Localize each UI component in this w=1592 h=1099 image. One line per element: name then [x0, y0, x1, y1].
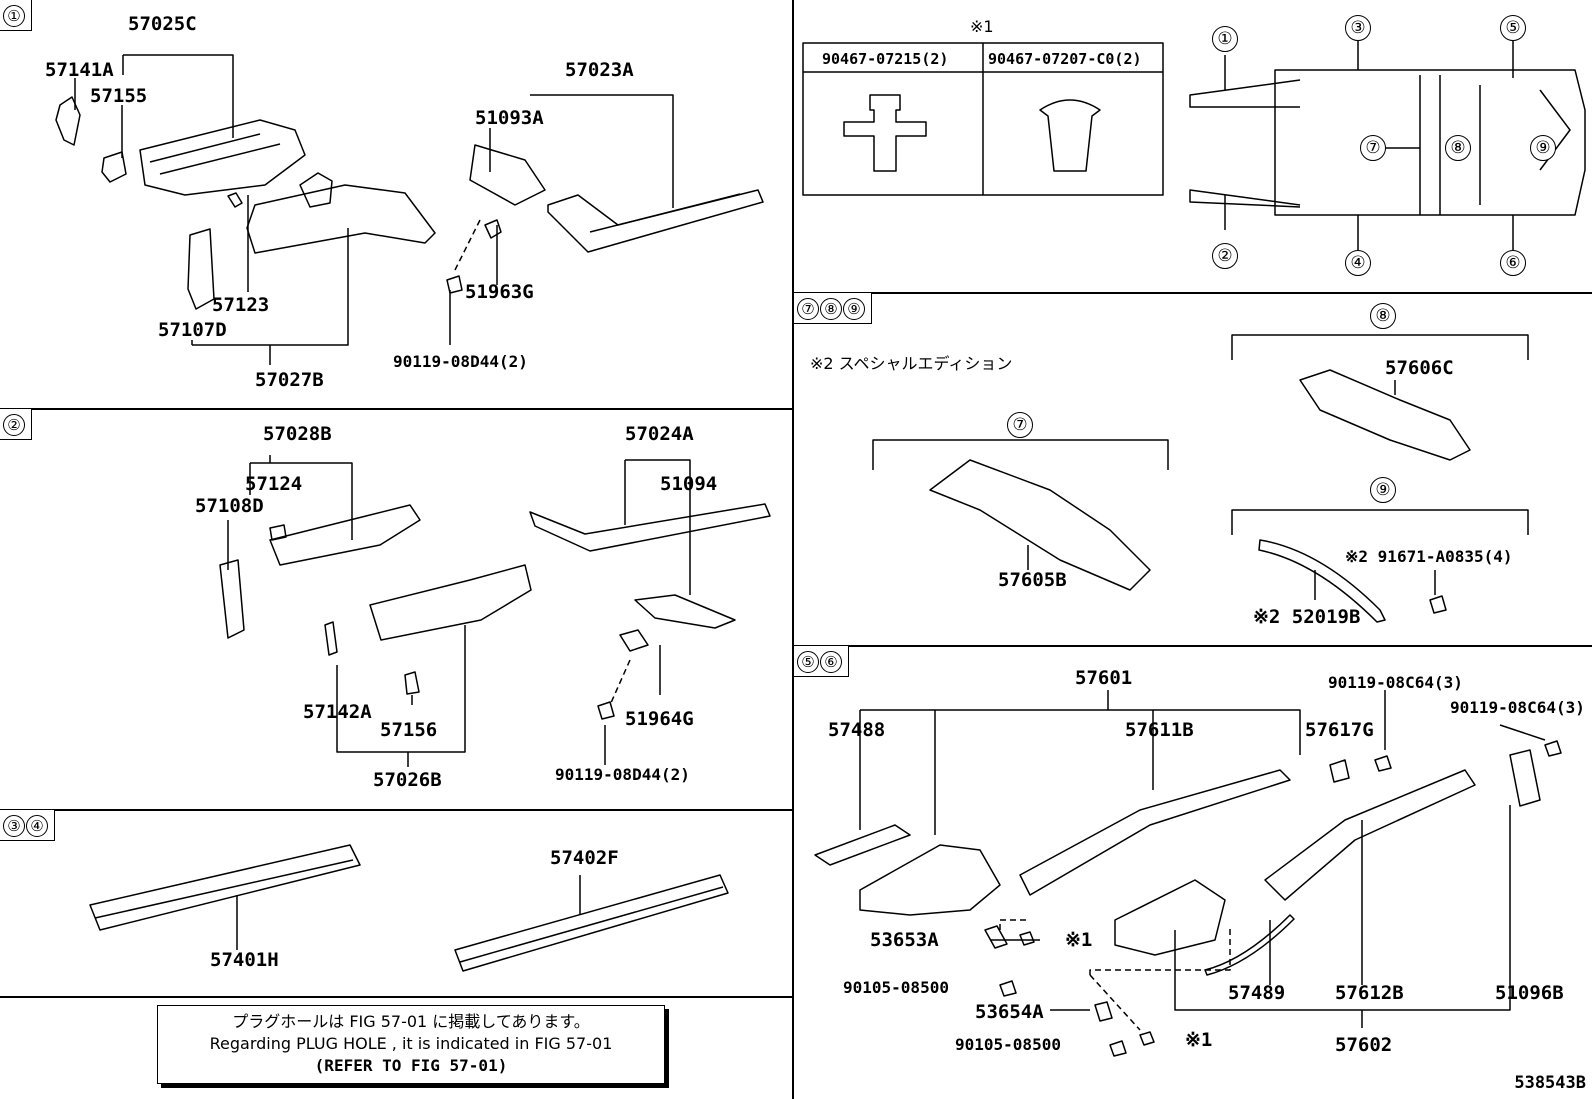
overview-mark-1: ①: [1212, 26, 1238, 52]
section-mark: ⑧: [820, 298, 842, 320]
part-label: 57602: [1335, 1034, 1393, 1056]
part-label: 90119-08C64(3): [1328, 673, 1463, 692]
part-label: 57612B: [1335, 982, 1404, 1004]
sub-mark-9: ⑨: [1370, 477, 1396, 503]
section-56-artwork: [814, 690, 1562, 1057]
part-label: 51964G: [625, 708, 694, 730]
part-label: 53653A: [870, 929, 939, 951]
part-label: 57025C: [128, 13, 197, 35]
part-label: 51093A: [475, 107, 544, 129]
clip-col2-header: 90467-07207-C0(2): [988, 50, 1142, 68]
part-label: 57617G: [1305, 719, 1374, 741]
section-2-artwork: [219, 455, 771, 767]
sub-mark-8: ⑧: [1370, 303, 1396, 329]
part-label: 51094: [660, 473, 718, 495]
overview-mark-5: ⑤: [1500, 15, 1526, 41]
part-label: 57402F: [550, 847, 619, 869]
part-label: 57026B: [373, 769, 442, 791]
overview-mark-3: ③: [1345, 15, 1371, 41]
note-jp: プラグホールは FIG 57-01 に掲載してあります。: [232, 1012, 590, 1031]
special-edition-note: ※2 スペシャルエディション: [810, 354, 1013, 373]
part-label: 90119-08D44(2): [555, 765, 690, 784]
part-label: ※1: [1185, 1029, 1213, 1051]
overview-artwork: [1189, 40, 1586, 250]
section-34-artwork: [89, 844, 729, 972]
overview-mark-7: ⑦: [1360, 135, 1386, 161]
overview-mark-2: ②: [1212, 243, 1238, 269]
part-label: 57123: [212, 294, 270, 316]
section-1-header: ①: [0, 0, 32, 31]
part-label: 90119-08D44(2): [393, 352, 528, 371]
part-label: 51963G: [465, 281, 534, 303]
section-mark: ⑥: [820, 651, 842, 673]
clip-table-note: ※1: [970, 17, 994, 36]
part-label: 57027B: [255, 369, 324, 391]
part-label: 57606C: [1385, 357, 1454, 379]
sub-mark-7: ⑦: [1007, 412, 1033, 438]
note-en: Regarding PLUG HOLE , it is indicated in…: [209, 1034, 613, 1053]
part-label: 51096B: [1495, 982, 1564, 1004]
part-label: 53654A: [975, 1001, 1044, 1023]
part-label: 57142A: [303, 701, 372, 723]
note-ref: (REFER TO FIG 57-01): [314, 1056, 508, 1075]
part-label: 90105-08500: [843, 978, 949, 997]
part-label: 90119-08C64(3): [1450, 698, 1585, 717]
part-label: ※2 52019B: [1253, 606, 1361, 628]
section-789-artwork: [872, 334, 1529, 623]
part-label: 57155: [90, 85, 148, 107]
overview-mark-9: ⑨: [1530, 135, 1556, 161]
section-mark: ⑨: [843, 298, 865, 320]
part-label: 57488: [828, 719, 886, 741]
part-label: 57605B: [998, 569, 1067, 591]
part-label: 57611B: [1125, 719, 1194, 741]
part-label: 57107D: [158, 319, 227, 341]
part-label: 57023A: [565, 59, 634, 81]
section-1-artwork: [55, 54, 764, 365]
plug-hole-note: プラグホールは FIG 57-01 に掲載してあります。 Regarding P…: [157, 1005, 665, 1084]
part-label: 57141A: [45, 59, 114, 81]
part-label: 57601: [1075, 667, 1133, 689]
section-mark: ②: [3, 414, 25, 436]
part-label: 57108D: [195, 495, 264, 517]
section-mark: ①: [3, 5, 25, 27]
overview-mark-4: ④: [1345, 250, 1371, 276]
part-label: 57124: [245, 473, 303, 495]
part-label: 57401H: [210, 949, 279, 971]
overview-mark-6: ⑥: [1500, 250, 1526, 276]
part-label: 57489: [1228, 982, 1286, 1004]
part-label: 57156: [380, 719, 438, 741]
section-mark: ④: [26, 815, 48, 837]
part-label: 57024A: [625, 423, 694, 445]
part-label: ※1: [1065, 929, 1093, 951]
section-mark: ⑦: [797, 298, 819, 320]
part-label: 57028B: [263, 423, 332, 445]
clip-table: [802, 42, 1164, 196]
figure-id: 538543B: [1514, 1073, 1586, 1093]
section-mark: ⑤: [797, 651, 819, 673]
part-label: 90105-08500: [955, 1035, 1061, 1054]
section-2-header: ②: [0, 409, 32, 440]
overview-mark-8: ⑧: [1445, 135, 1471, 161]
section-mark: ③: [3, 815, 25, 837]
part-label: ※2 91671-A0835(4): [1345, 547, 1513, 566]
clip-col1-header: 90467-07215(2): [822, 50, 949, 68]
